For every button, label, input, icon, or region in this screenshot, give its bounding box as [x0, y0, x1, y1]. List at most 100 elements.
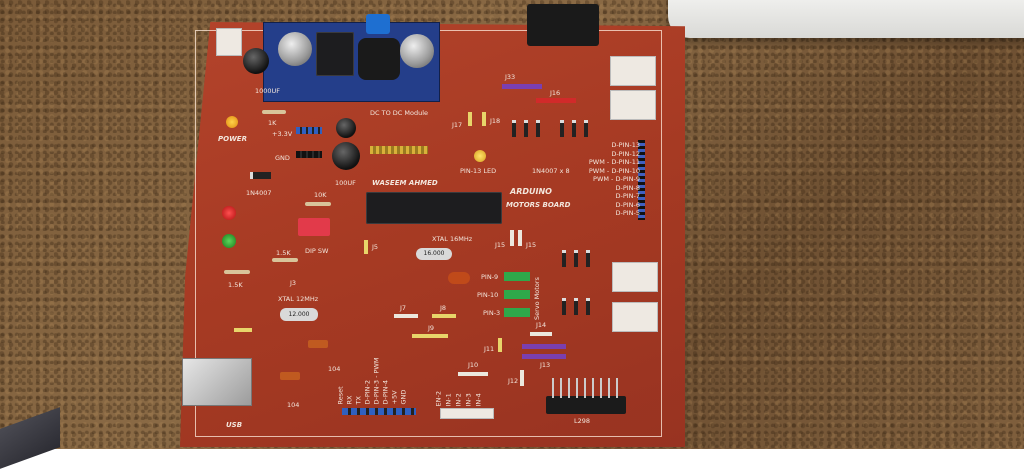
servo-header-9[interactable] — [504, 272, 530, 281]
label-j8: J8 — [440, 304, 447, 312]
diode-lower-6 — [586, 298, 590, 315]
diode-array-2 — [524, 120, 528, 137]
jumper-j17 — [468, 112, 472, 126]
jumper-j11 — [498, 338, 502, 352]
resistor-15k-1 — [272, 258, 298, 262]
label-j18: J18 — [490, 117, 501, 125]
regulator-chip — [316, 32, 354, 76]
capacitor-1000uf — [243, 48, 269, 74]
label-1k: 1K — [268, 119, 277, 127]
diode-lower-4 — [562, 298, 566, 315]
motor-connector-top-1 — [610, 56, 656, 86]
label-j14: J14 — [536, 321, 547, 329]
label-waseem: WASEEM AHMED — [372, 179, 438, 187]
jumper-red — [536, 98, 576, 103]
jumper-j10 — [458, 372, 488, 376]
diode-array-3 — [536, 120, 540, 137]
label-power: POWER — [218, 135, 247, 143]
bottom-pin-header[interactable] — [342, 408, 416, 415]
label-j15b: J15 — [495, 241, 506, 249]
label-xtal12: XTAL 12MHz — [278, 295, 319, 303]
dpin-label: PWM - D-PIN-11 — [588, 158, 640, 166]
en-label: IN-2 — [454, 392, 463, 406]
dpin-labels: D-PIN-13 D-PIN-12 PWM - D-PIN-11 PWM - D… — [580, 142, 640, 217]
dpin-label: PWM - D-PIN-9 — [593, 175, 640, 183]
jumper-purple-j13a — [522, 344, 566, 349]
power-led — [226, 116, 238, 128]
servo-header-3[interactable] — [504, 308, 530, 317]
bottom-pin-label: D-PIN-2 — [363, 379, 372, 404]
bottom-pin-label: D-PIN-3 - PWM — [372, 357, 381, 404]
dpin-label: D-PIN-12 — [611, 149, 640, 158]
dpin-label: D-PIN-8 — [615, 183, 640, 192]
label-arduino: ARDUINO — [510, 187, 552, 196]
laptop-edge — [668, 0, 1024, 38]
inductor — [358, 38, 400, 80]
bottom-pin-label: D-PIN-4 — [381, 379, 390, 404]
label-motors-board: MOTORS BOARD — [506, 201, 571, 209]
label-j33: J33 — [505, 73, 516, 81]
capacitor-104b — [280, 372, 300, 380]
diode-array-5 — [572, 120, 576, 137]
label-diodes: 1N4007 x 8 — [532, 167, 570, 175]
label-104b: 104 — [287, 401, 300, 409]
header-gnd — [296, 151, 322, 158]
bottom-pin-labels: Reset RX TX D-PIN-2 D-PIN-3 - PWM D-PIN-… — [337, 340, 418, 404]
en-label: IN-4 — [474, 392, 483, 406]
resistor-10k — [305, 202, 331, 206]
motor-connector-bottom-2 — [612, 302, 658, 332]
diode-lower-5 — [574, 298, 578, 315]
label-pin10: PIN-10 — [477, 291, 499, 299]
led-green — [222, 234, 236, 248]
jumper-j18 — [482, 112, 486, 126]
label-j15: J15 — [526, 241, 537, 249]
label-pin9: PIN-9 — [481, 273, 499, 281]
label-j10: J10 — [468, 361, 479, 369]
diode-lower-3 — [586, 250, 590, 267]
jumper-j14 — [530, 332, 552, 336]
label-pin3: PIN-3 — [483, 309, 501, 317]
dpin-label: D-PIN-13 — [611, 141, 640, 149]
diode-1n4007 — [250, 172, 271, 179]
diode-lower-1 — [562, 250, 566, 267]
en-header[interactable] — [440, 408, 494, 419]
power-connector — [216, 28, 242, 56]
en-labels: EN-2 IN-1 IN-2 IN-3 IN-4 — [435, 378, 494, 406]
diode-array-1 — [512, 120, 516, 137]
capacitor-100uf — [332, 142, 360, 170]
capacitor-104a — [308, 340, 328, 348]
dip-switch[interactable] — [298, 218, 330, 236]
dpin-header[interactable] — [638, 140, 645, 220]
label-j13: J13 — [540, 361, 551, 369]
label-j17: J17 — [452, 121, 463, 129]
label-j3: J3 — [290, 279, 297, 287]
label-gnd: GND — [275, 154, 290, 162]
label-j12: J12 — [508, 377, 519, 385]
label-xtal16: XTAL 16MHz — [432, 235, 473, 243]
capacitor-large-1 — [278, 32, 312, 66]
potentiometer — [366, 14, 390, 34]
jumper-j7 — [394, 314, 418, 318]
resistor-1k — [262, 110, 286, 114]
label-servo: Servo Motors — [533, 277, 541, 320]
resistor-15k-2 — [224, 270, 250, 274]
label-dcdc: DC TO DC Module — [370, 109, 429, 117]
label-3v3: +3.3V — [272, 130, 293, 138]
bottom-pin-label: RX — [345, 395, 354, 404]
label-1000uf: 1000UF — [255, 87, 281, 95]
jumper-j12 — [520, 370, 524, 386]
atmega-microcontroller — [366, 192, 502, 224]
dpin-label: D-PIN-6 — [615, 200, 640, 209]
label-104a: 104 — [328, 365, 341, 373]
label-dip-sw: DIP SW — [305, 247, 329, 255]
en-label: IN-3 — [464, 392, 473, 406]
label-15k-2: 1.5K — [228, 281, 243, 289]
bottom-pin-label: Reset — [336, 385, 345, 404]
label-pin13: PIN-13 LED — [460, 167, 497, 175]
label-j5: J5 — [372, 243, 379, 251]
led-red — [222, 206, 236, 220]
crystal-12mhz: 12.000 — [280, 308, 318, 321]
usb-connector[interactable] — [182, 358, 252, 406]
servo-header-10[interactable] — [504, 290, 530, 299]
l298-heatsink-top — [527, 4, 599, 46]
